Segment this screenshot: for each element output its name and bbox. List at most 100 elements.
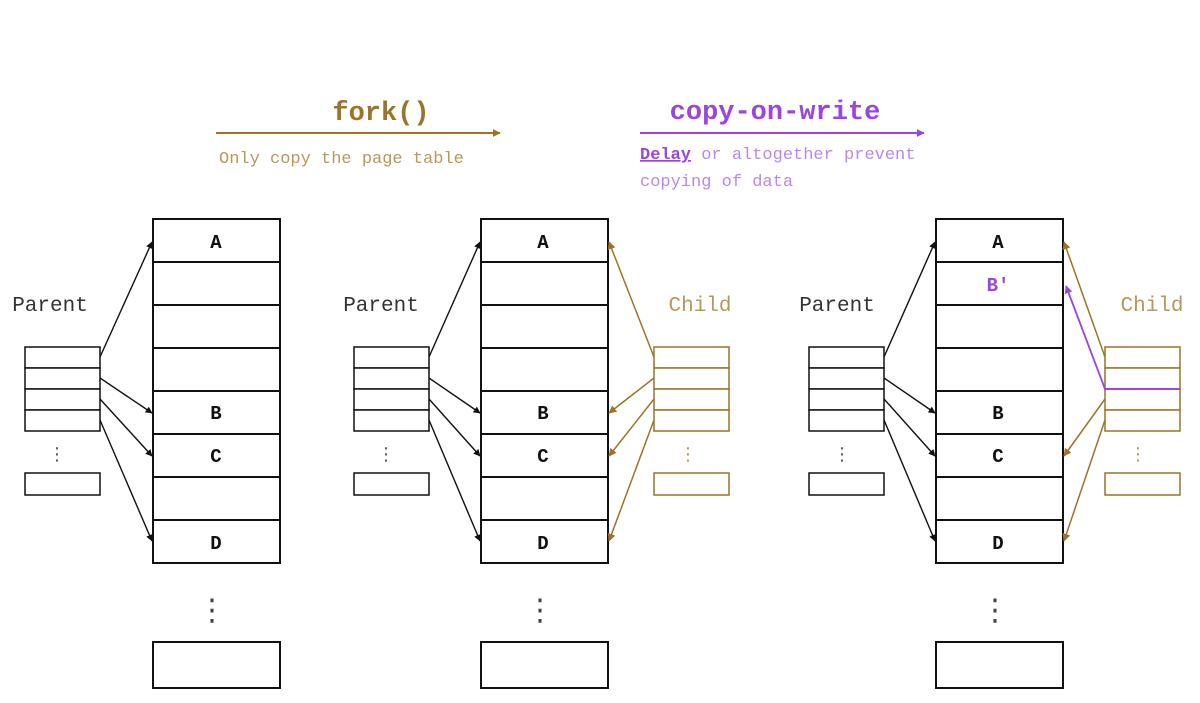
memory-frame (480, 304, 609, 349)
page-table-entry (1104, 346, 1181, 369)
parent-mappings (99, 241, 153, 542)
physical-memory (152, 218, 281, 689)
mapping-arrow (428, 377, 481, 414)
mapping-arrow (1062, 419, 1106, 542)
memory-frame (152, 433, 281, 478)
mapping-arrow (1062, 241, 1106, 358)
page-b-copy-label: B′ (987, 275, 1010, 297)
table-ellipsis: ⋮ (1129, 444, 1147, 465)
page-table-entry (1104, 367, 1181, 390)
fork-subtitle: Only copy the page table (219, 150, 464, 169)
physical-memory (480, 218, 609, 689)
page-table-entry (24, 367, 101, 390)
mapping-arrow (99, 419, 153, 542)
child-mappings (607, 241, 655, 542)
page-b-label: B (992, 403, 1003, 425)
table-ellipsis: ⋮ (377, 444, 395, 465)
mapping-arrow (607, 241, 655, 358)
memory-frame (935, 347, 1064, 392)
physical-memory (935, 218, 1064, 689)
page-table-entry (1104, 409, 1181, 432)
mapping-arrow (99, 241, 153, 358)
parent-mappings (883, 241, 936, 542)
child-page-table (1104, 346, 1181, 496)
cow-subtitle-line1: Delay or altogether prevent (640, 146, 915, 165)
memory-frame (152, 347, 281, 392)
child-label: Child (1120, 295, 1183, 318)
page-d-label: D (992, 533, 1003, 555)
memory-frame (152, 218, 281, 263)
parent-label: Parent (343, 295, 419, 318)
memory-frame (480, 261, 609, 306)
child-mappings (1062, 241, 1106, 542)
panel-initial: Parent ⋮ A B C D ⋮ (12, 218, 281, 689)
cow-header: copy-on-write Delay or altogether preven… (640, 98, 925, 192)
memory-frame (935, 433, 1064, 478)
memory-frame (480, 641, 609, 689)
page-table-entry (353, 346, 430, 369)
page-table-entry (24, 346, 101, 369)
fork-header: fork() Only copy the page table (216, 99, 501, 169)
page-table-entry (808, 346, 885, 369)
memory-frame (480, 476, 609, 521)
page-table-entry (653, 472, 730, 496)
mapping-arrow (883, 377, 936, 414)
page-table-entry (808, 472, 885, 496)
page-a-label: A (210, 232, 222, 254)
cow-subtitle-emphasis: Delay (640, 146, 691, 165)
mapping-arrow (99, 398, 153, 457)
page-table-entry (808, 367, 885, 390)
table-ellipsis: ⋮ (679, 444, 697, 465)
mapping-arrow (99, 377, 153, 414)
parent-page-table (353, 346, 430, 496)
page-table-entry (1104, 388, 1181, 411)
memory-frame (152, 641, 281, 689)
memory-ellipsis: ⋮ (525, 593, 555, 628)
page-table-entry (653, 367, 730, 390)
memory-ellipsis: ⋮ (980, 593, 1010, 628)
mapping-arrow (883, 241, 936, 358)
page-table-entry (353, 409, 430, 432)
mapping-arrow (428, 419, 481, 542)
memory-frame (935, 304, 1064, 349)
memory-frame (152, 390, 281, 435)
page-table-entry (24, 409, 101, 432)
memory-frame (152, 519, 281, 564)
page-table-entry (1104, 472, 1181, 496)
page-c-label: C (537, 446, 548, 468)
page-d-label: D (210, 533, 221, 555)
parent-mappings (428, 241, 481, 542)
page-table-entry (808, 409, 885, 432)
mapping-arrow (428, 241, 481, 358)
mapping-arrow (883, 419, 936, 542)
parent-page-table (24, 346, 101, 496)
page-table-entry (353, 388, 430, 411)
page-table-entry (808, 388, 885, 411)
mapping-arrow (883, 398, 936, 457)
page-d-label: D (537, 533, 548, 555)
page-table-entry (653, 346, 730, 369)
mapping-arrow (428, 398, 481, 457)
parent-page-table (808, 346, 885, 496)
page-table-entry (353, 367, 430, 390)
child-page-table (653, 346, 730, 496)
page-b-label: B (537, 403, 548, 425)
parent-label: Parent (799, 295, 875, 318)
page-c-label: C (992, 446, 1003, 468)
table-ellipsis: ⋮ (48, 444, 66, 465)
memory-frame (152, 261, 281, 306)
memory-frame (935, 218, 1064, 263)
page-table-entry (24, 388, 101, 411)
page-b-label: B (210, 403, 221, 425)
memory-frame (480, 347, 609, 392)
table-ellipsis: ⋮ (833, 444, 851, 465)
page-table-entry (353, 472, 430, 496)
page-table-entry (653, 409, 730, 432)
cow-subtitle-line2: copying of data (640, 173, 793, 192)
memory-ellipsis: ⋮ (197, 593, 227, 628)
page-c-label: C (210, 446, 221, 468)
memory-frame (480, 218, 609, 263)
panel-fork: Parent Child ⋮ ⋮ A (343, 218, 732, 689)
copy-on-write-mapping (1064, 285, 1180, 390)
